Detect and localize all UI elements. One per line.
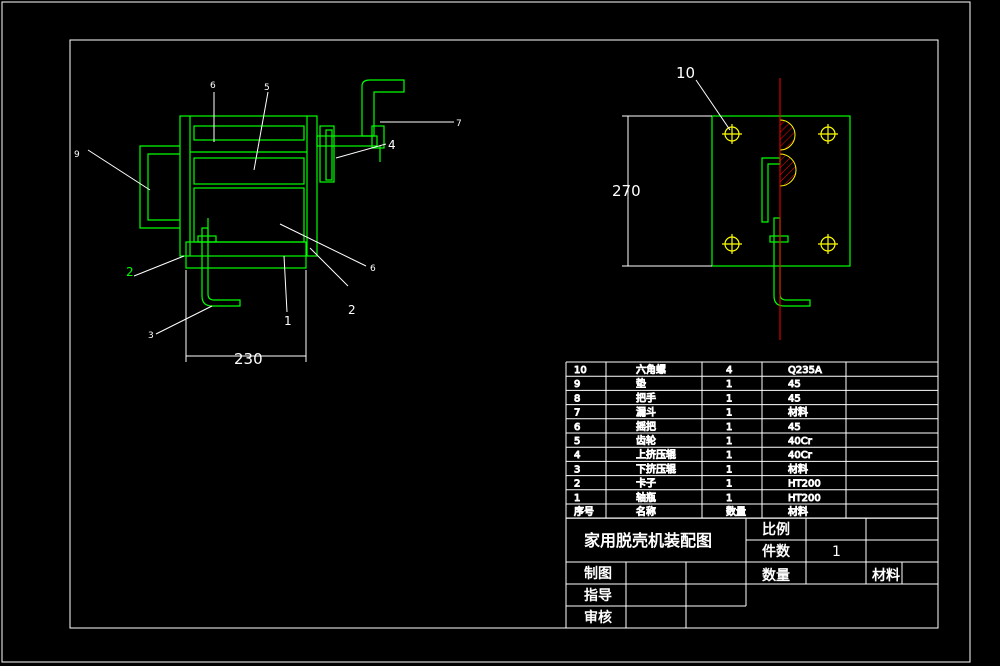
bom-cell-qty: 1	[726, 408, 732, 419]
drawn-label: 制图	[584, 565, 612, 582]
upper-roller	[193, 125, 305, 141]
bom-cell-name: 六角螺	[636, 364, 666, 376]
title-block	[565, 517, 939, 629]
qty-label: 数量	[762, 567, 790, 584]
callout-9: 9	[74, 150, 80, 160]
callout-2-right: 2	[348, 303, 356, 317]
bom-cell-name: 卡子	[636, 477, 656, 490]
bom-cell-name: 把手	[636, 391, 656, 404]
side-clamp	[761, 157, 781, 223]
bom-cell-no: 4	[574, 450, 580, 461]
count-value: 1	[832, 544, 841, 560]
base-plate	[185, 241, 307, 269]
bom-cell-no: 5	[574, 436, 580, 447]
bom-cell-material: Q235A	[788, 365, 822, 376]
bom-cell-no: 8	[574, 393, 580, 404]
bom-cell-name: 上挤压辊	[636, 448, 676, 461]
bom-cell-qty: 1	[726, 393, 732, 404]
bom-cell-qty: 1	[726, 450, 732, 461]
callout-6-top: 6	[210, 81, 216, 91]
bom-cell-name: 齿轮	[636, 434, 656, 447]
bom-cell-name: 漏斗	[636, 407, 656, 419]
bom-cell-qty: 4	[726, 365, 732, 376]
callout-5: 5	[264, 83, 270, 93]
bom-header-material: 材料	[788, 505, 808, 518]
review-label: 审核	[584, 609, 612, 626]
callout-6-right: 6	[370, 264, 376, 274]
bom-cell-material: 材料	[788, 406, 808, 419]
sheet-outer-border	[1, 1, 971, 663]
shaft	[316, 135, 378, 147]
drawing-title: 家用脱壳机装配图	[584, 531, 712, 550]
bom-cell-no: 7	[574, 408, 580, 419]
bom-cell-name: 摇把	[636, 420, 656, 433]
bom-cell-material: HT200	[788, 479, 821, 490]
bom-cell-material: 45	[788, 393, 801, 404]
bom-cell-no: 2	[574, 479, 580, 490]
bom-cell-qty: 1	[726, 379, 732, 390]
side-view: 270 10	[612, 64, 851, 340]
bom-table: 10 六角螺 4 Q235A 9 垫 1 45 8 把手 1 45 7 漏斗 1 材料 6 摇把 1 45 5 齿轮 1 40…	[565, 361, 939, 519]
callout-1: 1	[284, 314, 292, 328]
bom-cell-material: 材料	[788, 462, 808, 475]
bom-cell-material: 45	[788, 422, 801, 433]
bom-cell-no: 6	[574, 422, 580, 433]
bom-cell-qty: 1	[726, 422, 732, 433]
bom-cell-material: 40Cr	[788, 436, 813, 447]
sheet-inner-border	[69, 39, 939, 629]
crank	[361, 79, 405, 137]
bom-cell-material: 45	[788, 379, 801, 390]
bom-cell-no: 3	[574, 464, 580, 475]
front-view: 230 6 5 9 7 4 2 6 2 3 1	[74, 79, 462, 368]
bom-cell-qty: 1	[726, 493, 732, 504]
dimension-270: 270	[612, 182, 641, 200]
bom-cell-material: 40Cr	[788, 450, 813, 461]
lower-roller	[193, 187, 305, 243]
side-plate	[711, 115, 851, 267]
bom-cell-material: HT200	[788, 493, 821, 504]
housing	[179, 115, 318, 257]
callout-2-left: 2	[126, 265, 134, 279]
bom-header-qty: 数量	[726, 505, 746, 518]
scale-label: 比例	[762, 521, 790, 538]
guide-label: 指导	[584, 587, 612, 604]
material-label: 材料	[872, 567, 900, 584]
bom-header-name: 名称	[636, 505, 656, 518]
shaft-collar	[319, 125, 335, 183]
left-handle	[139, 145, 180, 229]
bom-cell-name: 下挤压辊	[636, 462, 676, 475]
bom-cell-name: 轴瓶	[636, 491, 656, 504]
callout-3: 3	[148, 331, 154, 341]
callout-7: 7	[456, 119, 462, 129]
lower-section-hatch	[779, 153, 797, 187]
bom-cell-name: 垫	[636, 377, 646, 390]
callout-4: 4	[388, 138, 396, 152]
bom-cell-qty: 1	[726, 464, 732, 475]
bom-cell-qty: 1	[726, 436, 732, 447]
gear	[193, 157, 305, 185]
bom-header-no: 序号	[574, 505, 594, 518]
bom-cell-no: 10	[574, 365, 587, 376]
bom-cell-no: 1	[574, 493, 580, 504]
count-label: 件数	[762, 543, 791, 560]
upper-section-hatch	[779, 119, 796, 151]
bom-cell-no: 9	[574, 379, 580, 390]
dimension-230: 230	[234, 350, 263, 368]
clamp-hook	[201, 227, 241, 307]
bom-cell-qty: 1	[726, 479, 732, 490]
callout-10: 10	[676, 64, 695, 82]
